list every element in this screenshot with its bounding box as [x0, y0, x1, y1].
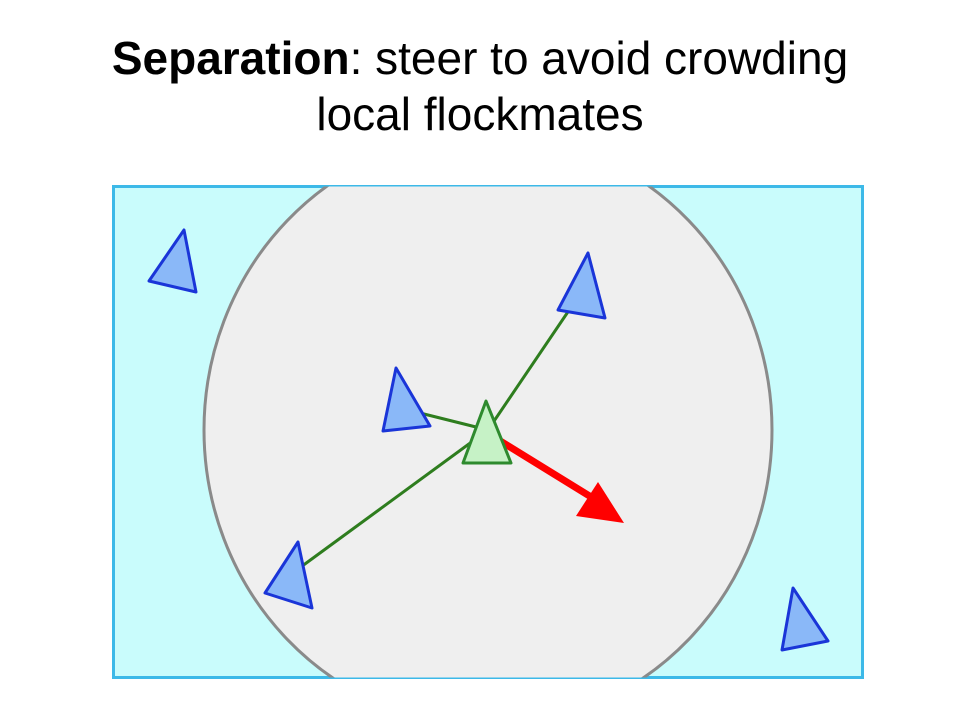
title-term: Separation [111, 32, 350, 84]
separation-diagram [112, 185, 864, 679]
boid-lower-left [263, 540, 314, 610]
steering-vector [493, 435, 600, 504]
boid-left [381, 366, 432, 433]
steering-arrowhead [576, 482, 624, 523]
boid-outside-bottom-right [780, 586, 830, 652]
title-rest: : steer to avoid crowding [349, 32, 849, 84]
link-to-lower-left-boid [293, 428, 489, 574]
link-to-upper-right-boid [486, 296, 580, 431]
boid-outside-top-left [147, 228, 198, 294]
title-line2: local flockmates [316, 88, 644, 140]
boid-upper-right [556, 251, 607, 320]
focal-boid [461, 399, 513, 465]
slide-title: Separation: steer to avoid crowding loca… [40, 30, 920, 142]
